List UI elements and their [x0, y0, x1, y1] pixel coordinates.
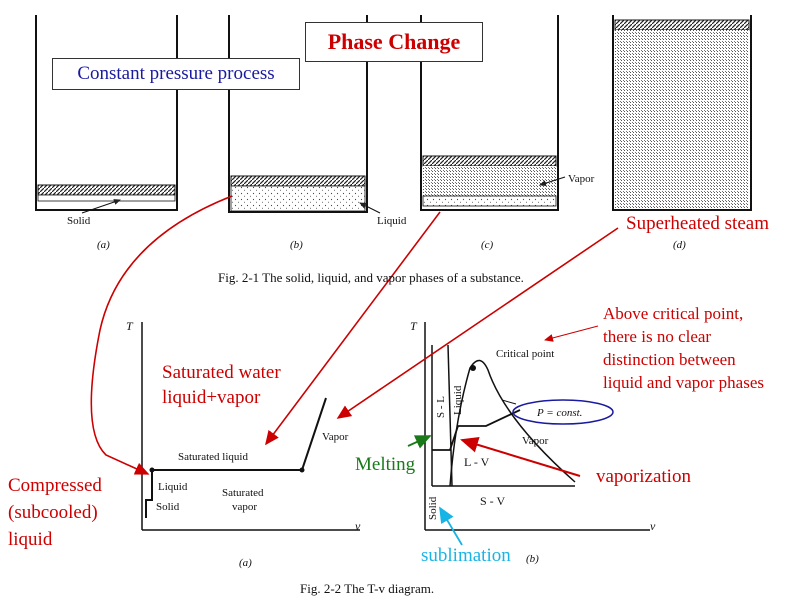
panel-b-fig2: (b) [526, 553, 539, 565]
annotation-sublimation: sublimation [421, 545, 511, 566]
above-critical-line-2: there is no clear [603, 327, 712, 346]
compressed-line-3: liquid [8, 529, 53, 550]
label-liquid-b: Liquid [452, 385, 464, 415]
panel-d-label: (d) [673, 239, 686, 251]
label-liquid-cyl: Liquid [377, 215, 407, 227]
label-sl: S - L [435, 396, 447, 418]
axis-v-a: v [355, 519, 361, 533]
axis-t-b: T [410, 319, 418, 333]
cylinder-a [35, 15, 178, 214]
constant-pressure-box: Constant pressure process [52, 58, 300, 90]
annotation-vaporization: vaporization [596, 466, 691, 487]
annotation-melting: Melting [355, 454, 416, 475]
fig1-caption: Fig. 2-1 The solid, liquid, and vapor ph… [218, 270, 524, 285]
cylinder-c [420, 15, 566, 211]
axis-v-b: v [650, 519, 656, 533]
constant-pressure-label: Constant pressure process [77, 63, 275, 84]
panel-a-fig2: (a) [239, 557, 252, 569]
annotation-superheated: Superheated steam [626, 213, 769, 234]
label-solid-a: Solid [156, 501, 180, 513]
compressed-line-2: (subcooled) [8, 502, 98, 523]
compressed-line-1: Compressed [8, 475, 102, 496]
label-solid-b: Solid [427, 496, 439, 520]
above-critical-line-3: distinction between [603, 350, 736, 369]
panel-b-label: (b) [290, 239, 303, 251]
label-vapor-cyl: Vapor [568, 173, 595, 185]
tv-diagram-b [424, 322, 650, 531]
fig2-caption: Fig. 2-2 The T-v diagram. [300, 581, 434, 596]
annotation-compressed: Compressed (subcooled) liquid [8, 472, 102, 553]
panel-a-label: (a) [97, 239, 110, 251]
cylinder-b [228, 15, 381, 214]
annotation-arrows [90, 195, 619, 546]
label-sat-vapor-2: vapor [232, 501, 257, 513]
label-sat-vapor-1: Saturated [222, 487, 264, 499]
above-critical-line-4: liquid and vapor phases [603, 373, 764, 392]
tv-diagram-a [141, 322, 360, 531]
label-lv: L - V [464, 455, 490, 469]
saturated-water-line-2: liquid+vapor [162, 387, 261, 408]
label-sv: S - V [480, 494, 505, 508]
title-box: Phase Change [305, 22, 483, 62]
axis-t-a: T [126, 319, 134, 333]
label-vapor-a: Vapor [322, 431, 349, 443]
title: Phase Change [327, 29, 461, 54]
label-p-const: P = const. [536, 407, 582, 419]
label-sat-liquid: Saturated liquid [178, 451, 248, 463]
label-vapor-b: Vapor [522, 435, 549, 447]
annotation-saturated-water: Saturated water liquid+vapor [162, 360, 281, 410]
label-critical-point: Critical point [496, 348, 554, 360]
above-critical-line-1: Above critical point, [603, 304, 744, 323]
label-liquid-a: Liquid [158, 481, 188, 493]
cylinder-d [612, 15, 752, 211]
panel-c-label: (c) [481, 239, 494, 251]
label-solid-cyl: Solid [67, 215, 91, 227]
saturated-water-line-1: Saturated water [162, 362, 281, 383]
annotation-above-critical: Above critical point, there is no clear … [603, 302, 798, 394]
